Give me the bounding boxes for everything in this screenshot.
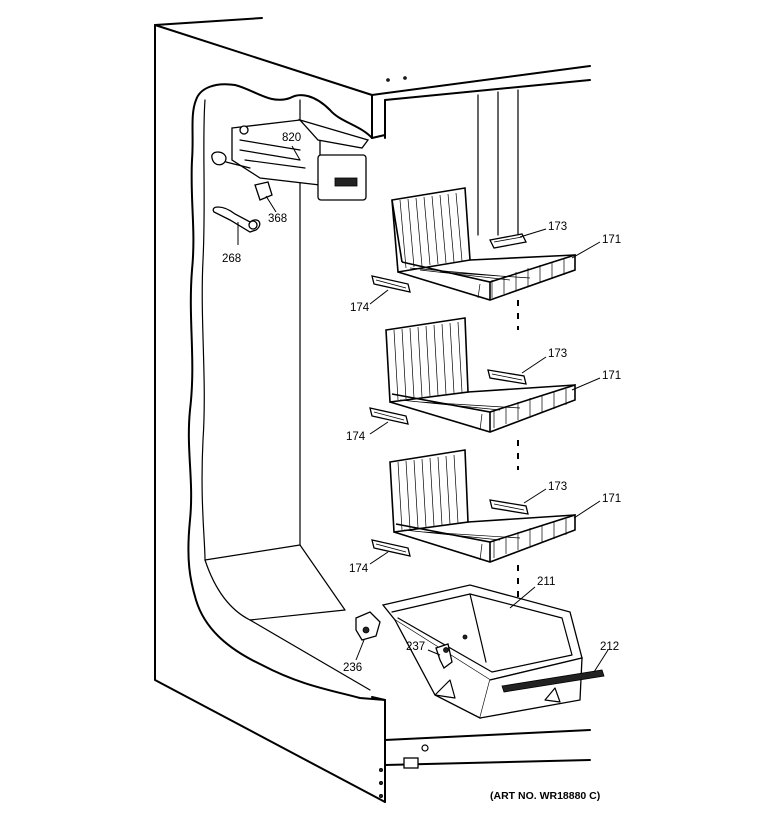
ice-maker	[211, 118, 370, 201]
label-212: 212	[600, 641, 619, 653]
label-171-b: 171	[602, 370, 621, 382]
basket-2	[385, 317, 576, 433]
label-820: 820	[282, 132, 301, 144]
leader-lines	[237, 145, 609, 673]
clip-368	[254, 181, 273, 201]
label-174-a: 174	[350, 302, 370, 314]
label-368: 368	[268, 213, 287, 225]
feeler-arm-268	[212, 206, 261, 233]
art-number: (ART NO. WR18880 C)	[490, 790, 600, 802]
slide-174-c	[371, 539, 411, 557]
label-173-b: 173	[548, 348, 567, 360]
label-173-a: 173	[548, 221, 567, 233]
label-171-a: 171	[602, 234, 621, 246]
slide-174-a	[371, 275, 411, 293]
basket-3	[389, 449, 576, 563]
trim-strip-212	[501, 669, 605, 693]
slide-173-b	[487, 369, 527, 385]
slide-173-a	[489, 233, 527, 249]
label-236: 236	[343, 662, 362, 674]
label-174-b: 174	[346, 431, 366, 443]
bracket-236	[355, 611, 381, 641]
basket-1	[391, 187, 576, 301]
cabinet-shell	[154, 17, 591, 803]
slide-174-b	[369, 407, 409, 425]
latch-237	[435, 643, 453, 669]
label-237: 237	[406, 641, 425, 653]
label-173-c: 173	[548, 481, 567, 493]
slide-173-c	[489, 499, 529, 515]
label-174-c: 174	[349, 563, 369, 575]
label-211: 211	[537, 576, 555, 588]
label-268: 268	[222, 253, 241, 265]
callout-labels: 820 368 268 173 171 174 173 171 174 173 …	[222, 132, 621, 674]
label-171-c: 171	[602, 493, 621, 505]
